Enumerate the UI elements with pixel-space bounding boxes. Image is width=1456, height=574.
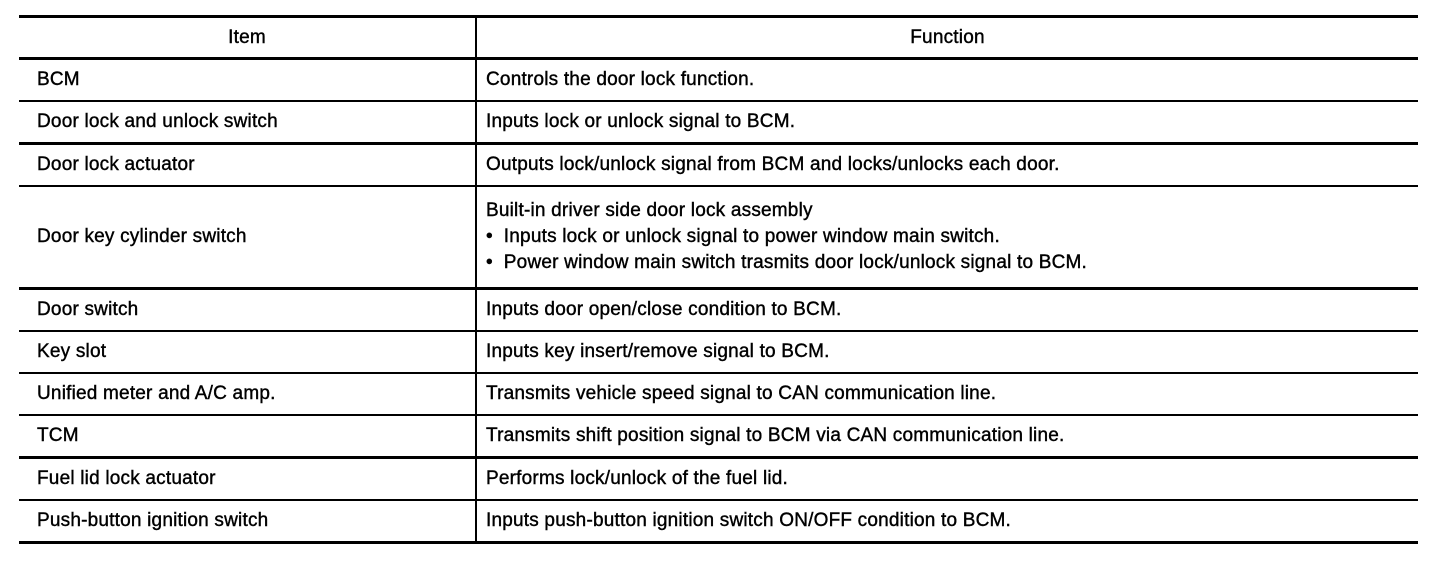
function-line-bullet: • Inputs lock or unlock signal to power … [486,226,1000,247]
table-row-door-switch: Door switch Inputs door open/close condi… [19,290,1418,332]
function-cell: Performs lock/unlock of the fuel lid. [486,468,789,489]
header-function-cell: Function [477,18,1418,57]
table-row-bcm: BCM Controls the door lock function. [19,60,1418,102]
function-line-bullet: • Power window main switch trasmits door… [486,252,1088,273]
function-cell: Transmits vehicle speed signal to CAN co… [486,383,997,404]
item-cell: BCM [19,60,477,100]
function-cell: Inputs key insert/remove signal to BCM. [486,341,830,362]
item-cell: Fuel lid lock actuator [19,459,477,499]
item-cell: TCM [19,416,477,456]
function-cell: Built-in driver side door lock assembly … [477,187,1418,287]
table-row-door-lock-actuator: Door lock actuator Outputs lock/unlock s… [19,145,1418,187]
function-cell: Inputs push-button ignition switch ON/OF… [486,510,1012,531]
item-cell: Door lock actuator [19,145,477,185]
function-cell: Controls the door lock function. [486,69,755,90]
table-row-tcm: TCM Transmits shift position signal to B… [19,416,1418,459]
item-function-table: Item Function BCM Controls the door lock… [19,15,1418,544]
table-row-push-button-ignition-switch: Push-button ignition switch Inputs push-… [19,501,1418,541]
table-row-fuel-lid-lock-actuator: Fuel lid lock actuator Performs lock/unl… [19,459,1418,501]
function-cell: Inputs door open/close condition to BCM. [486,299,842,320]
header-item-label: Item [228,26,266,48]
item-cell: Door key cylinder switch [19,187,477,287]
item-cell: Push-button ignition switch [19,501,477,541]
header-function-label: Function [910,26,985,48]
function-cell: Transmits shift position signal to BCM v… [486,425,1065,446]
table-row-door-key-cylinder-switch: Door key cylinder switch Built-in driver… [19,187,1418,290]
item-cell: Door lock and unlock switch [19,102,477,142]
item-cell: Unified meter and A/C amp. [19,374,477,414]
function-cell: Outputs lock/unlock signal from BCM and … [486,154,1060,175]
table-row-key-slot: Key slot Inputs key insert/remove signal… [19,332,1418,374]
item-cell: Key slot [19,332,477,372]
table-header-row: Item Function [19,18,1418,60]
item-cell: Door switch [19,290,477,330]
table-row-unified-meter-ac-amp: Unified meter and A/C amp. Transmits veh… [19,374,1418,416]
table-row-door-lock-unlock-switch: Door lock and unlock switch Inputs lock … [19,102,1418,145]
function-cell: Inputs lock or unlock signal to BCM. [486,111,796,132]
header-item-cell: Item [19,18,477,57]
function-line: Built-in driver side door lock assembly [486,200,813,221]
